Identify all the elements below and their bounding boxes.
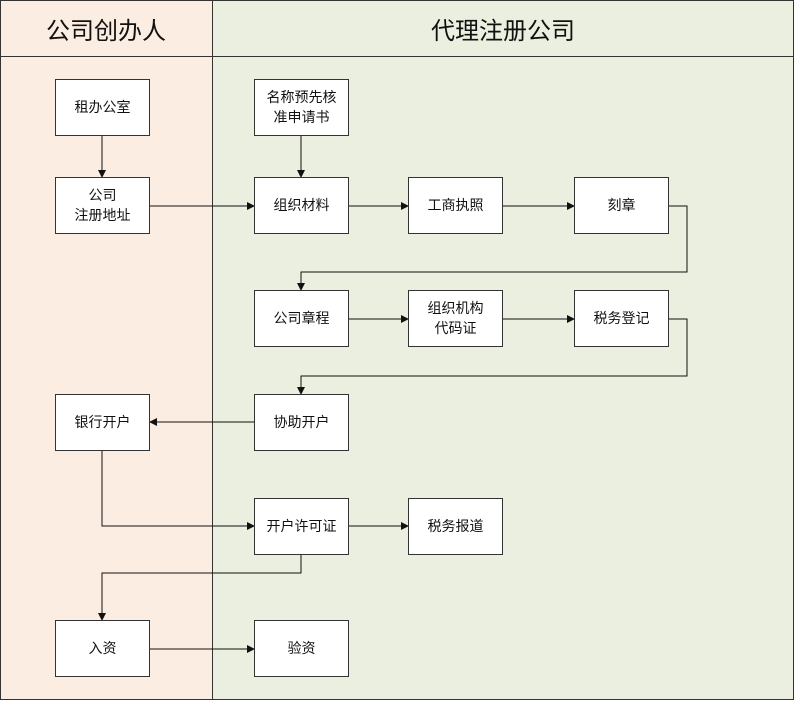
frame-left bbox=[0, 0, 1, 700]
lane-agent-title: 代理注册公司 bbox=[431, 16, 575, 45]
lane-divider bbox=[212, 0, 213, 700]
node-rent-office: 租办公室 bbox=[55, 79, 150, 136]
node-bank-account: 银行开户 bbox=[55, 394, 150, 451]
node-capital-injection: 入资 bbox=[55, 620, 150, 677]
node-company-address: 公司 注册地址 bbox=[55, 177, 150, 234]
node-organize-materials: 组织材料 bbox=[254, 177, 349, 234]
header-divider bbox=[0, 56, 794, 57]
node-business-license: 工商执照 bbox=[408, 177, 503, 234]
node-engrave-seal: 刻章 bbox=[574, 177, 669, 234]
lane-founder-title: 公司创办人 bbox=[46, 16, 166, 45]
node-capital-verification: 验资 bbox=[254, 620, 349, 677]
node-account-permit: 开户许可证 bbox=[254, 498, 349, 555]
node-tax-report: 税务报道 bbox=[408, 498, 503, 555]
node-assist-account: 协助开户 bbox=[254, 394, 349, 451]
node-name-approval: 名称预先核 准申请书 bbox=[254, 79, 349, 136]
node-org-code: 组织机构 代码证 bbox=[408, 290, 503, 347]
frame-bottom bbox=[0, 699, 794, 700]
node-articles: 公司章程 bbox=[254, 290, 349, 347]
frame-top bbox=[0, 0, 794, 1]
node-tax-registration: 税务登记 bbox=[574, 290, 669, 347]
